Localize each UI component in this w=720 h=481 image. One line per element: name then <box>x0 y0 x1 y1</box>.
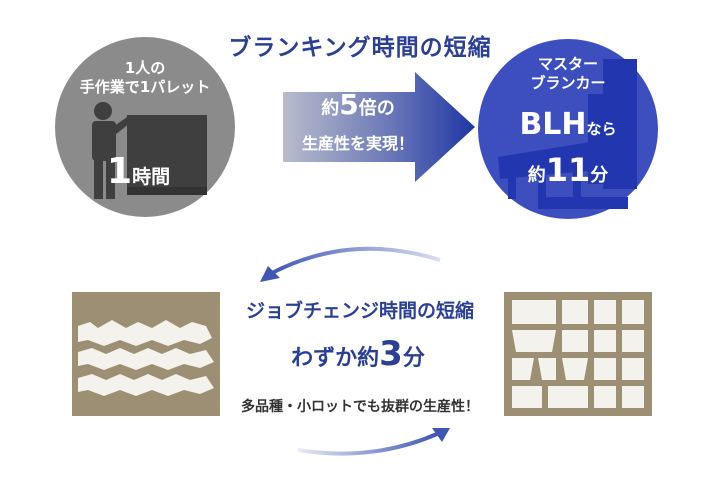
bottom-curved-arrow <box>297 428 450 456</box>
blanker-time-number: 11 <box>545 151 591 189</box>
arrow-line1: 約5倍の <box>283 88 433 121</box>
manual-line2: 手作業で1パレット <box>79 78 211 96</box>
machine-suffix: なら <box>586 120 617 138</box>
blank-parts-rows <box>78 320 214 396</box>
arrow-line2: 生産性を実現！ <box>301 134 414 153</box>
machine-name: BLH <box>519 107 587 142</box>
manual-work-circle: 1人の 手作業で1パレット 1時間 <box>55 37 235 217</box>
master-blanker-circle: マスター ブランカー BLHなら 約11分 <box>478 39 658 219</box>
manual-time-unit: 時間 <box>132 166 171 188</box>
worker-pallet-illustration <box>92 102 207 199</box>
manual-line1: 1人の <box>124 59 166 77</box>
blanker-machine-illustration <box>498 59 637 209</box>
mixed-parts-grid <box>512 300 644 408</box>
job-change-time-unit: 分 <box>402 346 425 371</box>
manual-time-number: 1 <box>107 151 133 192</box>
blanker-machine: BLHなら <box>478 107 658 142</box>
top-curved-arrow <box>260 246 441 282</box>
blanker-time: 約11分 <box>478 151 658 189</box>
mixed-parts-panel-right <box>504 292 652 416</box>
blanker-time-pre: 約 <box>527 165 546 186</box>
arrow-post: 倍の <box>358 98 395 119</box>
manual-time: 1時間 <box>107 151 227 192</box>
blanker-line1: マスター <box>537 55 598 73</box>
job-change-time: わずか約3分 <box>238 334 478 374</box>
productivity-arrow <box>283 72 475 182</box>
blanker-line2: ブランカー <box>530 74 606 92</box>
job-change-time-pre: わずか約 <box>291 346 380 371</box>
job-change-time-number: 3 <box>379 334 403 374</box>
blanker-time-unit: 分 <box>590 165 609 186</box>
job-change-tagline: 多品種・小ロットでも抜群の生産性！ <box>241 399 479 415</box>
arrow-pre: 約 <box>321 98 340 119</box>
job-change-title: ジョブチェンジ時間の短縮 <box>245 300 474 322</box>
page-title: ブランキング時間の短縮 <box>228 35 492 61</box>
nested-sheet-panel-left <box>72 292 220 416</box>
arrow-number: 5 <box>339 88 359 121</box>
